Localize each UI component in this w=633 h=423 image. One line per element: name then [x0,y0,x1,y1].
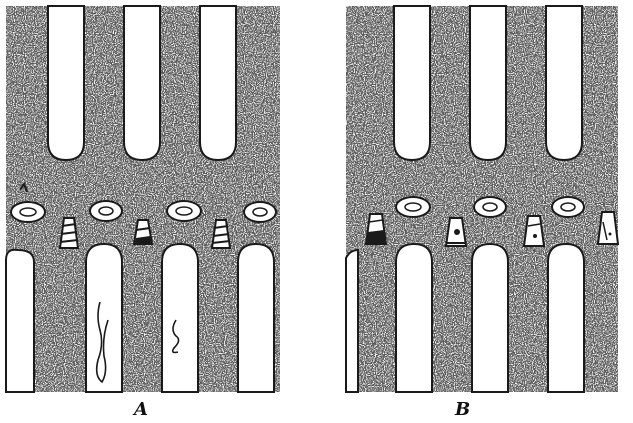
degranulated-cell [446,218,466,246]
degranulated-cell [524,216,544,246]
panel-a [6,6,280,392]
degranulated-cell [598,212,618,244]
upper-channel [470,6,506,160]
granular-cell [212,220,230,248]
lower-channel [238,244,274,392]
upper-channel [394,6,430,160]
upper-channel [546,6,582,160]
lower-channel [6,250,34,392]
oval-cell [11,202,45,222]
lower-channel [472,244,508,392]
panel-label-b: B [455,401,470,419]
panel-label-a: A [134,401,148,419]
oval-cell [474,197,506,217]
lower-channel [548,244,584,392]
lower-channel [162,244,198,392]
upper-channel [124,6,160,160]
oval-cell [396,197,430,217]
upper-channel [48,6,84,160]
oval-cell [552,197,584,217]
granular-cell [60,218,78,248]
lower-channel [396,244,432,392]
lower-channel [86,244,122,392]
lower-channel [346,250,358,392]
granular-cell [134,220,152,244]
oval-cell [244,202,276,222]
oval-cell [90,201,122,221]
panel-b [346,6,618,392]
degranulated-cell [366,214,386,244]
oval-cell [167,201,201,221]
upper-channel [200,6,236,160]
